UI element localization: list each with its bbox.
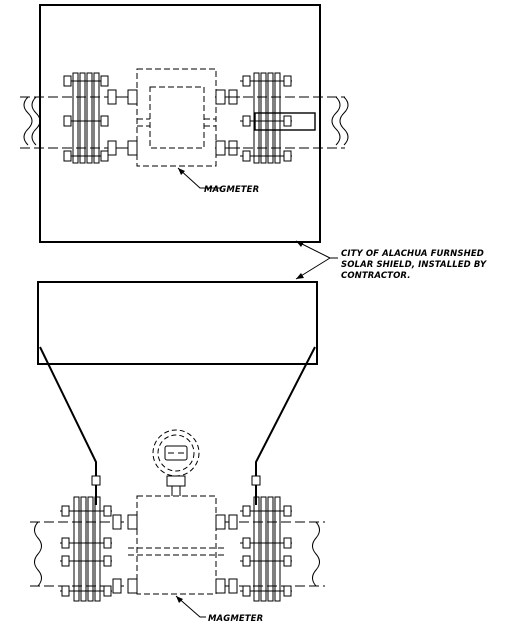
solar-shield-note-line-3: CONTRACTOR. (341, 271, 411, 281)
magmeter-plan-label: MAGMETER (204, 185, 259, 195)
pipe-break-left-elev-icon (34, 521, 42, 587)
magmeter-plan-body (128, 68, 228, 167)
solar-shield-elevation-box (37, 281, 318, 365)
pipe-break-right-icon (331, 96, 341, 146)
magmeter-elevation-label: MAGMETER (208, 614, 263, 624)
magmeter-plan-leader (177, 167, 222, 189)
solar-shield-callout (295, 240, 338, 280)
magmeter-elevation-body (128, 495, 225, 595)
pipe-break-right-elev-icon (312, 521, 320, 587)
solar-shield-note-line-2: SOLAR SHIELD, INSTALLED BY (341, 260, 487, 270)
plan-view (20, 4, 349, 243)
solar-shield-plan-box (39, 4, 321, 243)
support-leg-left (39, 346, 97, 505)
pipe-break-left-icon (23, 96, 33, 146)
flange-right-plan (225, 72, 316, 164)
magmeter-elevation-leader (175, 595, 206, 618)
support-leg-right (255, 346, 316, 505)
flange-left-plan (63, 72, 128, 164)
solar-shield-note-line-1: CITY OF ALACHUA FURNSHED (341, 249, 484, 259)
elevation-view (30, 281, 325, 618)
flange-left-elevation (60, 496, 122, 602)
flange-right-elevation (228, 496, 292, 602)
mounting-bracket-plan (254, 112, 316, 131)
transmitter-head-icon (152, 429, 200, 496)
